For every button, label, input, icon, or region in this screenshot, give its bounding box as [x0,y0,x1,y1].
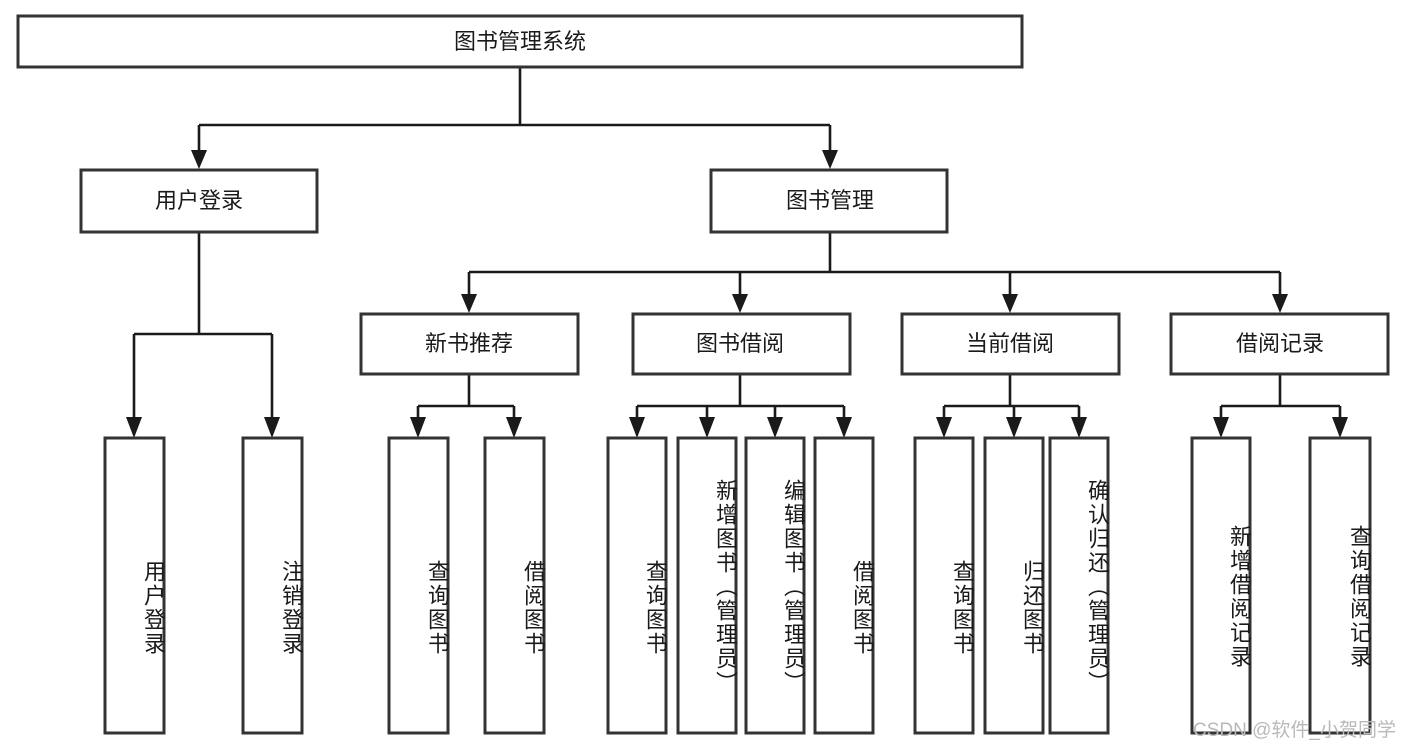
node-label-leaf-query-record: 查询借阅记录 [1347,525,1372,669]
arrow-cb-leaf-1 [936,417,952,438]
node-box-root[interactable] [16,14,1024,69]
node-label-user-login: 用户登录 [155,188,243,213]
arrow-root-to-user-login [191,150,207,169]
nodes-layer [16,14,1390,735]
arrow-bm-to-new-book-recommend [461,294,477,313]
node-label-current-borrow: 当前借阅 [966,331,1054,356]
node-label-leaf-query-book-1: 查询图书 [425,560,450,656]
node-box-leaf-borrow-book-1[interactable] [483,436,546,735]
node-box-leaf-edit-book[interactable] [744,436,806,735]
node-label-leaf-add-book: 新增图书（管理员） [713,478,738,695]
node-box-leaf-add-record[interactable] [1190,436,1252,735]
edges-layer [126,67,1348,438]
node-box-leaf-query-book-1[interactable] [387,436,450,735]
node-box-leaf-confirm-return[interactable] [1048,436,1110,735]
node-box-leaf-borrow-book-2[interactable] [813,436,875,735]
node-label-leaf-borrow-book-2: 借阅图书 [850,560,875,656]
node-label-leaf-query-book-2: 查询图书 [643,560,668,656]
node-label-new-book-recommend: 新书推荐 [425,331,513,356]
node-label-leaf-logout-login: 注销登录 [279,560,304,656]
node-box-current-borrow[interactable] [900,312,1121,376]
node-box-leaf-query-book-2[interactable] [606,436,668,735]
node-box-borrow-record[interactable] [1169,312,1390,376]
arrow-bb-leaf-4 [836,417,852,438]
node-box-book-management[interactable] [709,168,949,234]
node-box-leaf-logout-login[interactable] [241,436,304,735]
arrow-bm-to-borrow-record [1272,294,1288,313]
node-box-new-book-recommend[interactable] [359,312,580,376]
node-label-book-borrow: 图书借阅 [696,331,784,356]
csdn-watermark: CSDN @软件_小贺同学 [1193,720,1396,741]
arrow-bb-leaf-1 [629,417,645,438]
node-label-leaf-confirm-return: 确认归还（管理员） [1085,478,1110,695]
node-label-book-management: 图书管理 [786,188,874,213]
node-box-user-login[interactable] [79,168,319,234]
arrow-root-to-book-management [822,150,838,169]
arrow-nbr-leaf-1 [410,417,426,438]
node-box-leaf-query-record[interactable] [1308,436,1372,735]
node-box-book-borrow[interactable] [631,312,852,376]
arrow-bm-to-book-borrow [732,294,748,313]
arrow-br-leaf-1 [1213,417,1229,438]
arrow-bm-to-current-borrow [1002,294,1018,313]
node-label-leaf-user-login: 用户登录 [141,560,166,656]
node-label-root: 图书管理系统 [454,29,586,54]
node-box-leaf-user-login[interactable] [103,436,166,735]
node-label-leaf-return-book: 归还图书 [1020,560,1045,656]
node-box-leaf-query-book-3[interactable] [913,436,975,735]
arrow-cb-leaf-2 [1006,417,1022,438]
node-label-leaf-borrow-book-1: 借阅图书 [521,560,546,656]
horizontal-labels-layer: 图书管理系统 用户登录 图书管理 新书推荐 图书借阅 当前借阅 借阅记录 [155,29,1324,356]
arrow-br-leaf-2 [1332,417,1348,438]
node-label-leaf-add-record: 新增借阅记录 [1227,525,1252,669]
arrow-nbr-leaf-2 [506,417,522,438]
node-box-leaf-add-book[interactable] [676,436,738,735]
arrow-user-login-leaf-1 [126,417,142,438]
arrow-user-login-leaf-2 [264,417,280,438]
arrow-bb-leaf-3 [767,417,783,438]
node-label-leaf-query-book-3: 查询图书 [950,560,975,656]
arrow-bb-leaf-2 [699,417,715,438]
node-label-leaf-edit-book: 编辑图书（管理员） [781,478,806,695]
node-label-borrow-record: 借阅记录 [1236,331,1324,356]
arrow-cb-leaf-3 [1071,417,1087,438]
node-box-leaf-return-book[interactable] [983,436,1045,735]
